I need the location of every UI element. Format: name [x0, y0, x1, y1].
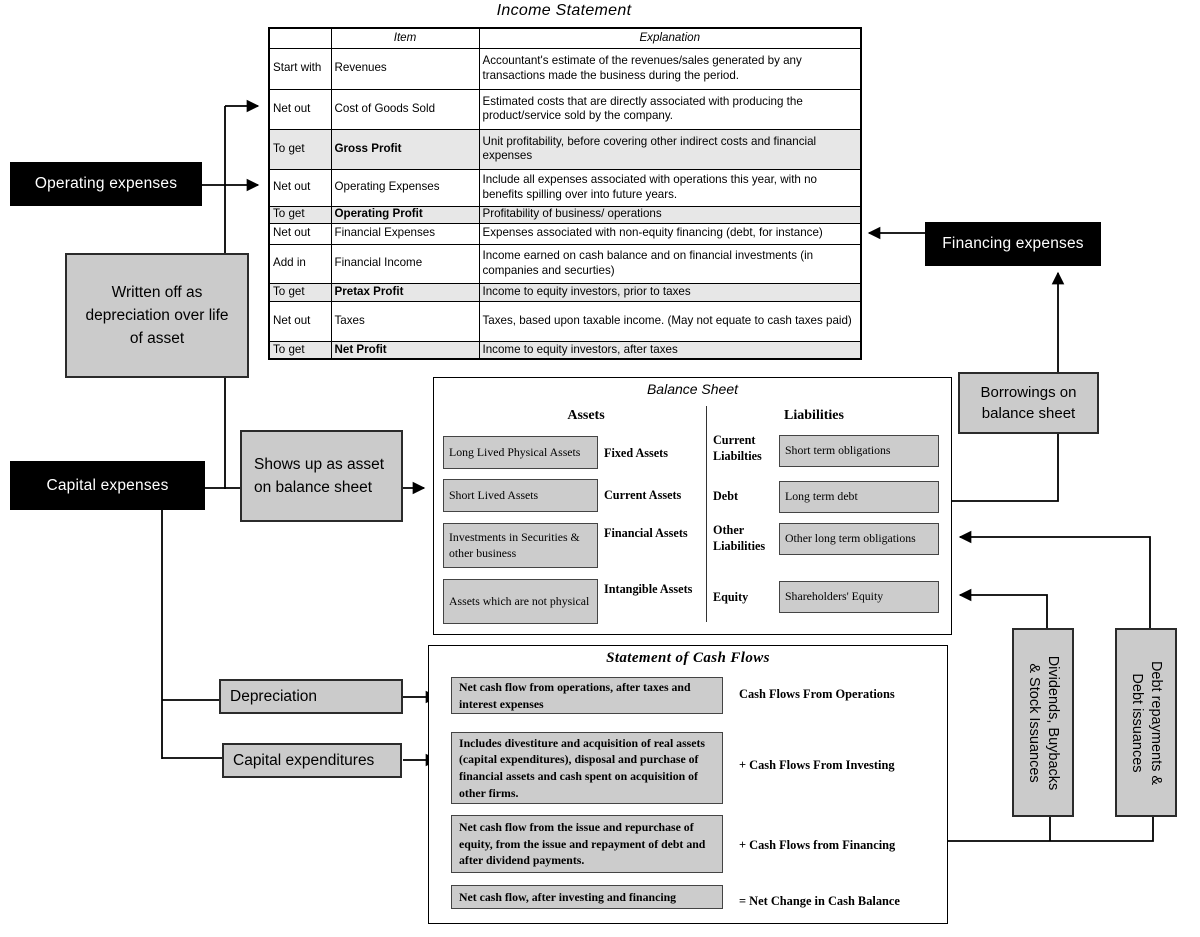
row-item: Cost of Goods Sold	[330, 88, 480, 130]
row-item: Net Profit	[330, 340, 480, 360]
row-item: Operating Expenses	[330, 168, 480, 207]
table-row: To get Operating Profit Profitability of…	[268, 205, 862, 224]
assets-header: Assets	[567, 408, 605, 423]
row-item: Financial Expenses	[330, 222, 480, 245]
asset-box: Long Lived Physical Assets	[443, 436, 598, 469]
asset-class-label: Financial Assets	[604, 526, 688, 540]
header-explanation: Explanation	[478, 27, 862, 49]
capital-expenditures-label: Capital expenditures	[222, 743, 402, 778]
connector-dividends-to-equity	[958, 588, 1048, 629]
cash-flow-box: Net cash flow from operations, after tax…	[451, 677, 723, 714]
cash-flow-label: + Cash Flows from Financing	[739, 838, 896, 852]
table-row: Net out Cost of Goods Sold Estimated cos…	[268, 88, 862, 130]
income-statement-table: Item Explanation Start with Revenues Acc…	[268, 27, 862, 360]
table-row: Net out Taxes Taxes, based upon taxable …	[268, 300, 862, 342]
row-explanation: Income to equity investors, prior to tax…	[478, 282, 862, 302]
row-item: Operating Profit	[330, 205, 480, 224]
row-op: To get	[268, 282, 332, 302]
balance-sheet-divider	[706, 406, 708, 622]
asset-box: Investments in Securities & other busine…	[443, 523, 598, 568]
row-explanation: Income earned on cash balance and on fin…	[478, 243, 862, 284]
table-header-row: Item Explanation	[268, 27, 862, 49]
capital-expenses-label: Capital expenses	[10, 461, 205, 510]
cash-flow-label: Cash Flows From Operations	[739, 687, 895, 701]
financing-expenses-label: Financing expenses	[925, 222, 1101, 266]
row-op: Start with	[268, 47, 332, 90]
cash-flow-box: Net cash flow from the issue and repurch…	[451, 815, 723, 873]
debt-repayments-note: Debt repayments & Debt issuances	[1115, 628, 1177, 817]
row-op: Net out	[268, 222, 332, 245]
asset-class-label: Fixed Assets	[604, 446, 668, 460]
row-explanation: Income to equity investors, after taxes	[478, 340, 862, 360]
operating-expenses-label: Operating expenses	[10, 162, 202, 206]
asset-class-label: Current Assets	[604, 488, 682, 502]
liability-class-label: Debt	[713, 489, 739, 503]
row-op: Net out	[268, 168, 332, 207]
asset-box: Short Lived Assets	[443, 479, 598, 512]
liability-class-label: Other Liabilities	[713, 523, 766, 553]
row-op: To get	[268, 128, 332, 170]
row-explanation: Unit profitability, before covering othe…	[478, 128, 862, 170]
dividends-buybacks-text: Dividends, Buybacks & Stock Issuances	[1026, 655, 1061, 790]
asset-class-label: Intangible Assets	[604, 582, 693, 596]
row-explanation: Include all expenses associated with ope…	[478, 168, 862, 207]
dividends-buybacks-note: Dividends, Buybacks & Stock Issuances	[1012, 628, 1074, 817]
row-explanation: Expenses associated with non-equity fina…	[478, 222, 862, 245]
row-item: Financial Income	[330, 243, 480, 284]
cash-flow-box: Net cash flow, after investing and finan…	[451, 885, 723, 909]
row-op: To get	[268, 205, 332, 224]
shows-up-as-asset-note: Shows up as asset on balance sheet	[240, 430, 403, 522]
connector-debtbox-to-financing-cf	[922, 813, 1154, 848]
cash-flow-title: Statement of Cash Flows	[606, 650, 770, 666]
row-op: Net out	[268, 88, 332, 130]
row-op: To get	[268, 340, 332, 360]
row-explanation: Taxes, based upon taxable income. (May n…	[478, 300, 862, 342]
row-item: Gross Profit	[330, 128, 480, 170]
depreciation-label: Depreciation	[219, 679, 403, 714]
liabilities-header: Liabilities	[784, 408, 844, 423]
liability-class-label: Equity	[713, 590, 749, 604]
cash-flow-box: Includes divestiture and acquisition of …	[451, 732, 723, 804]
written-off-note: Written off as depreciation over life of…	[65, 253, 249, 378]
table-row: To get Pretax Profit Income to equity in…	[268, 282, 862, 302]
table-row: Add in Financial Income Income earned on…	[268, 243, 862, 284]
row-op: Net out	[268, 300, 332, 342]
cash-flow-label: + Cash Flows From Investing	[739, 758, 895, 772]
row-item: Pretax Profit	[330, 282, 480, 302]
balance-sheet: Balance Sheet Assets Liabilities Long Li…	[433, 377, 952, 635]
connector-debtbox-to-obligations	[958, 530, 1151, 629]
table-row: To get Net Profit Income to equity inves…	[268, 340, 862, 360]
borrowings-note: Borrowings on balance sheet	[958, 372, 1099, 434]
liability-box: Other long term obligations	[779, 523, 939, 555]
cash-flow-statement: Statement of Cash Flows Net cash flow fr…	[428, 645, 948, 924]
row-item: Revenues	[330, 47, 480, 90]
cash-flow-label: = Net Change in Cash Balance	[739, 894, 900, 908]
table-row: Net out Operating Expenses Include all e…	[268, 168, 862, 207]
liability-box: Long term debt	[779, 481, 939, 513]
asset-box: Assets which are not physical	[443, 579, 598, 624]
income-statement-title: Income Statement	[496, 2, 632, 19]
row-explanation: Estimated costs that are directly associ…	[478, 88, 862, 130]
connector-borrowings-to-longtermdebt	[951, 430, 1059, 502]
row-item: Taxes	[330, 300, 480, 342]
debt-repayments-text: Debt repayments & Debt issuances	[1129, 660, 1164, 785]
table-row: To get Gross Profit Unit profitability, …	[268, 128, 862, 170]
liability-box: Short term obligations	[779, 435, 939, 467]
table-row: Net out Financial Expenses Expenses asso…	[268, 222, 862, 245]
liability-class-label: Current Liabilties	[713, 433, 762, 463]
balance-sheet-title: Balance Sheet	[646, 381, 739, 397]
liability-box: Shareholders' Equity	[779, 581, 939, 613]
table-row: Start with Revenues Accountant's estimat…	[268, 47, 862, 90]
row-explanation: Accountant's estimate of the revenues/sa…	[478, 47, 862, 90]
row-explanation: Profitability of business/ operations	[478, 205, 862, 224]
header-blank	[268, 27, 332, 49]
header-item: Item	[330, 27, 480, 49]
row-op: Add in	[268, 243, 332, 284]
